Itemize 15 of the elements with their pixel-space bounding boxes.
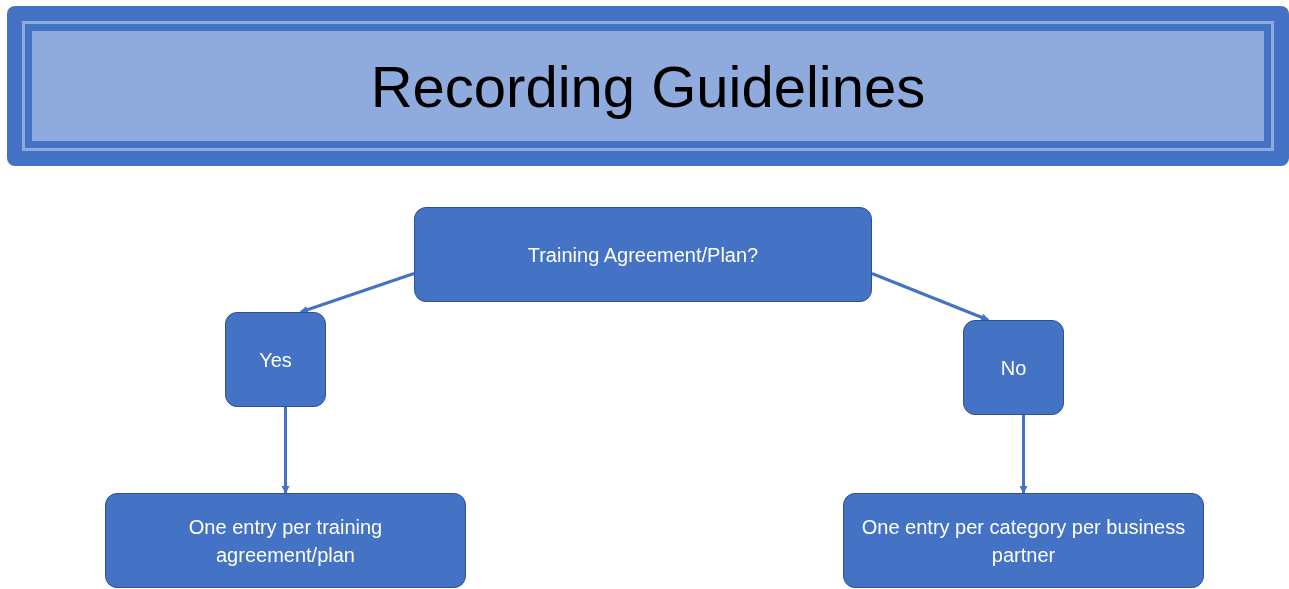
box-text: Yes	[259, 347, 292, 373]
arrow	[1019, 415, 1028, 494]
process-box	[843, 493, 1204, 588]
process-box	[414, 207, 872, 302]
box-text: One entry per category per business partner	[860, 514, 1187, 568]
process-box	[225, 312, 326, 407]
box-text: Training Agreement/Plan?	[527, 242, 759, 268]
process-box	[105, 493, 466, 588]
title: Recording Guidelines	[370, 52, 926, 121]
process-box	[963, 320, 1064, 415]
arrow	[299, 272, 415, 314]
arrow	[871, 272, 990, 322]
arrow	[281, 407, 290, 494]
box-text: No	[1000, 355, 1027, 381]
box-text: One entry per training agreement/plan	[187, 514, 384, 568]
